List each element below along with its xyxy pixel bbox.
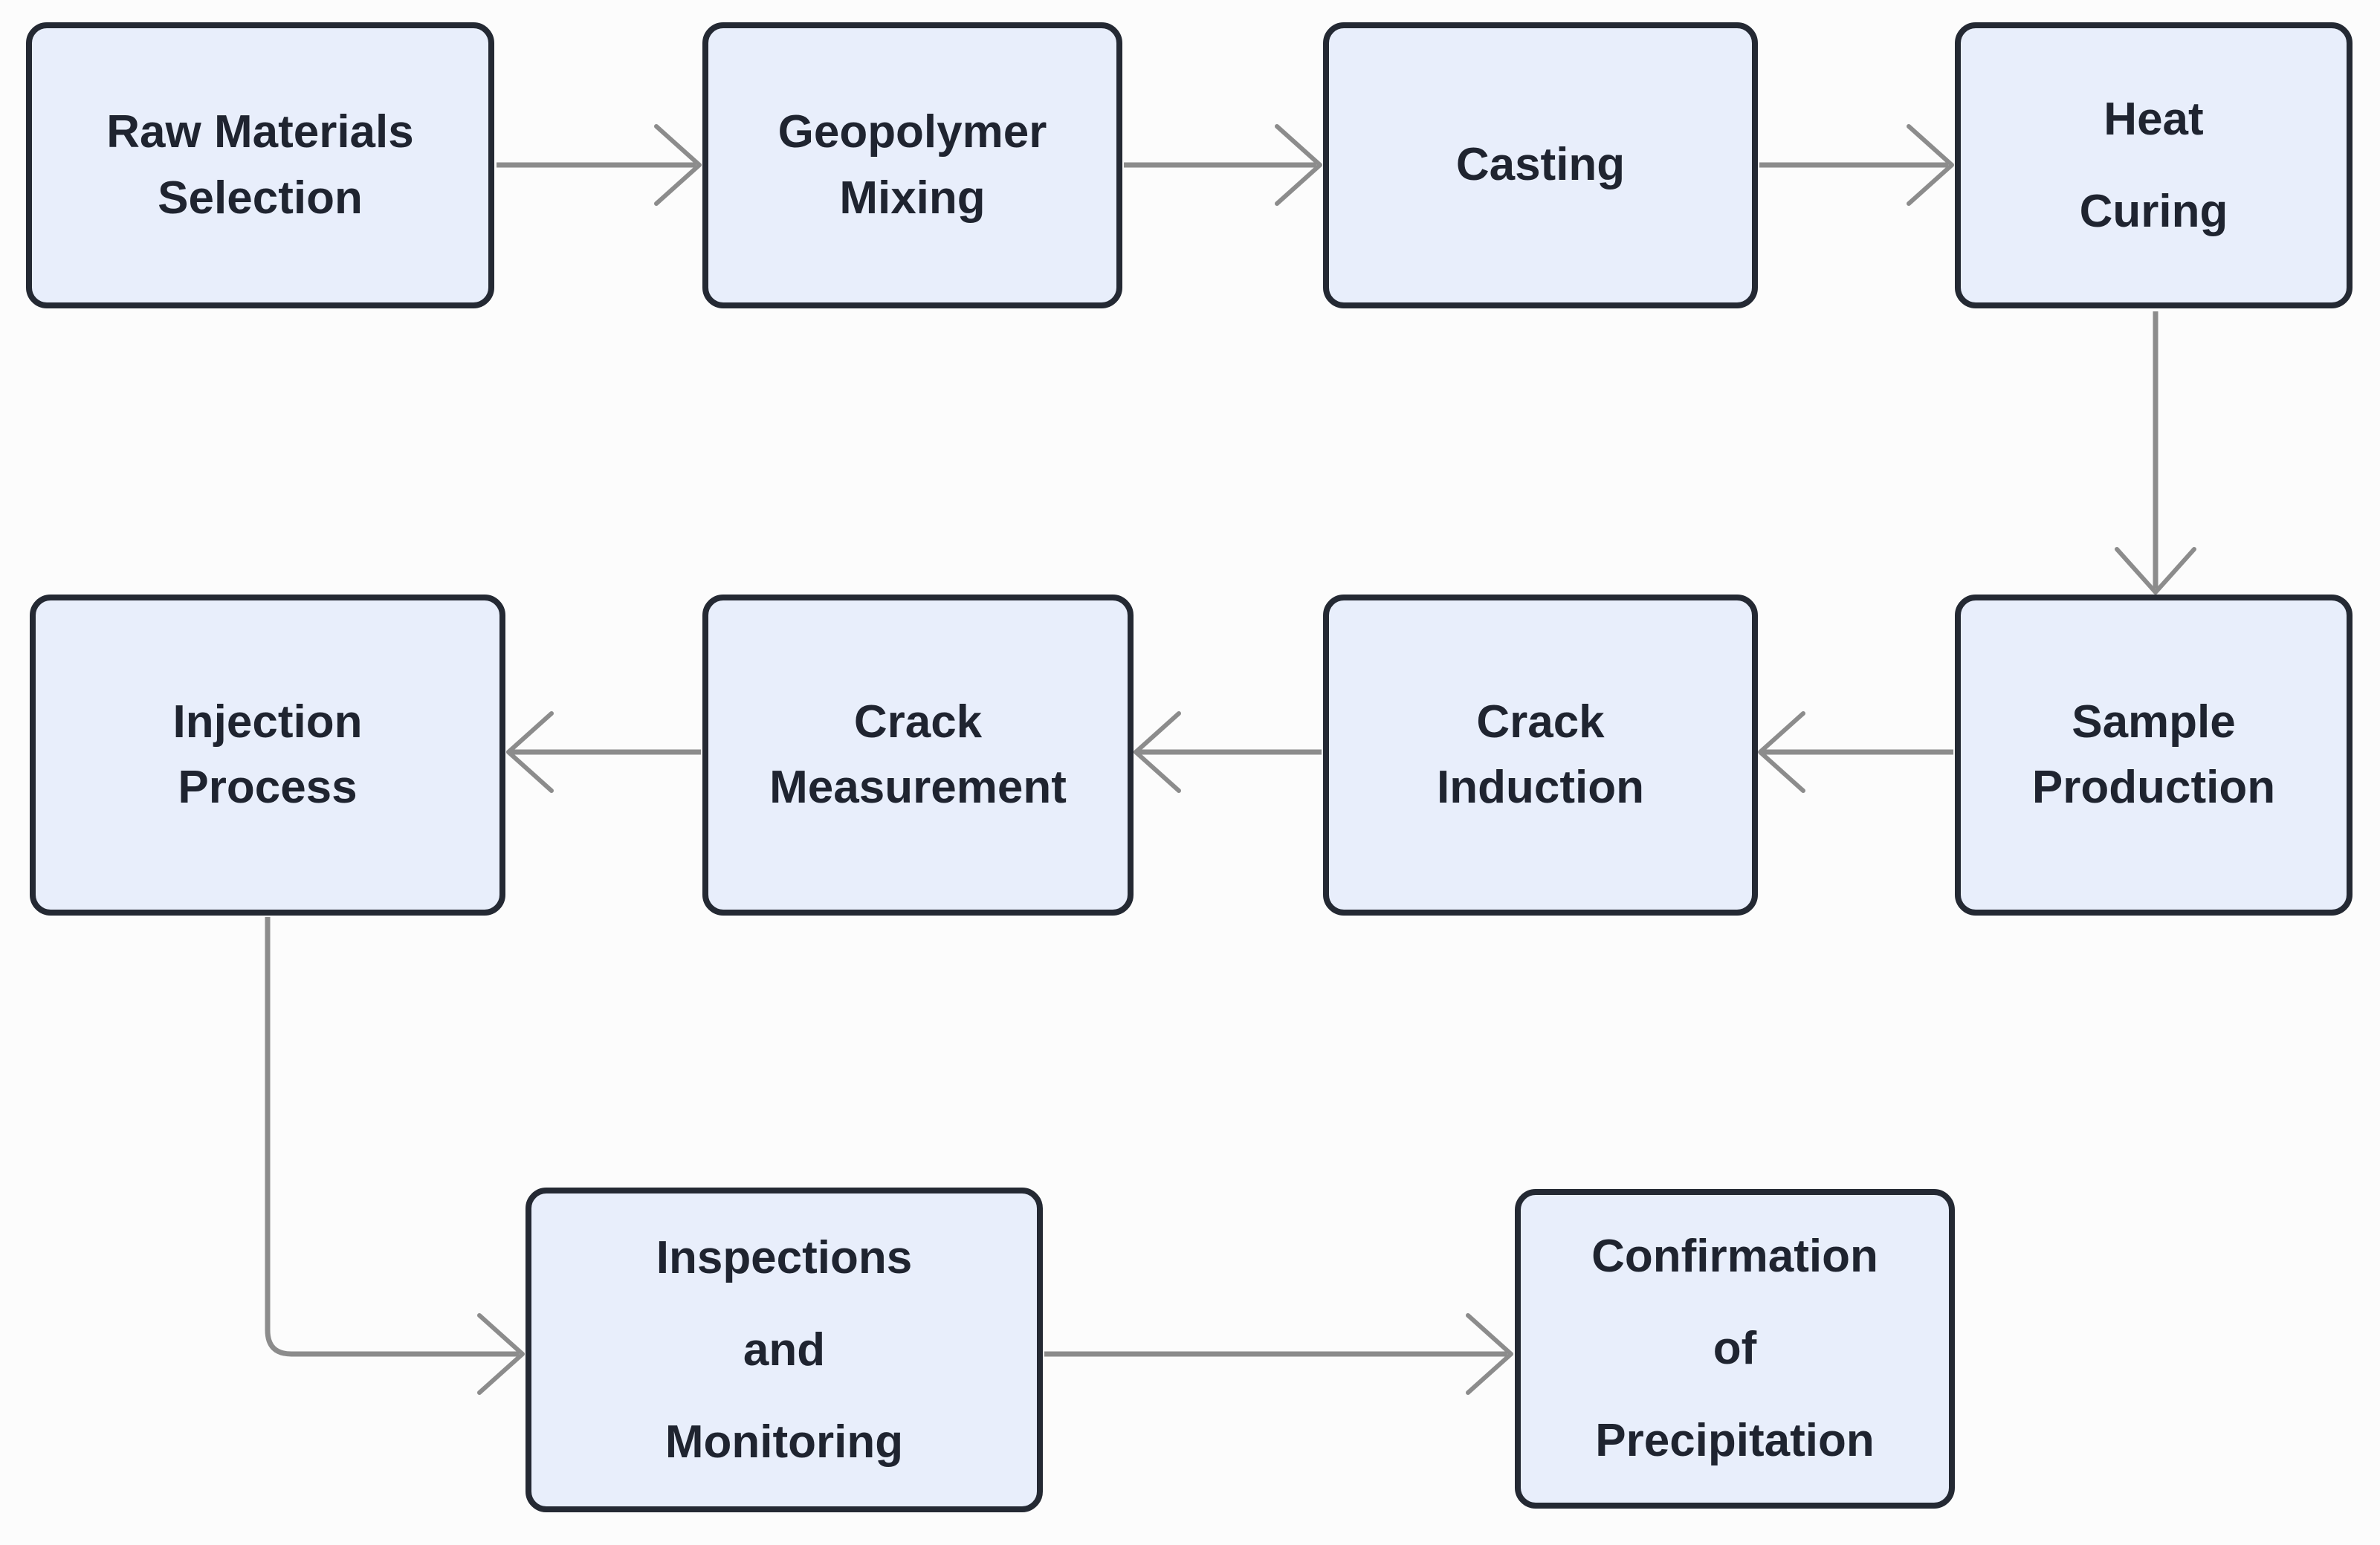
- node-raw-materials-selection: Raw Materials Selection: [26, 22, 494, 308]
- node-label-line: Sample: [2072, 696, 2236, 748]
- node-label-line: Measurement: [769, 762, 1067, 813]
- node-inspections-and-monitoring: Inspections and Monitoring: [526, 1188, 1043, 1512]
- node-crack-induction: Crack Induction: [1323, 595, 1758, 916]
- node-label-line: Selection: [158, 172, 363, 224]
- node-label-line: Crack: [853, 696, 983, 748]
- node-geopolymer-mixing: Geopolymer Mixing: [702, 22, 1122, 308]
- node-label-line: Inspections: [656, 1231, 913, 1283]
- node-label-line: Heat: [2103, 93, 2204, 145]
- edge-sample-production-to-crack-induction: [1758, 711, 1953, 793]
- node-casting: Casting: [1323, 22, 1758, 308]
- node-label-line: Induction: [1437, 762, 1644, 813]
- node-label-line: and: [743, 1324, 826, 1376]
- node-label-line: Curing: [2079, 185, 2228, 237]
- node-heat-curing: Heat Curing: [1955, 22, 2352, 308]
- node-label-line: Confirmation: [1591, 1231, 1878, 1282]
- edge-geopolymer-to-casting: [1124, 124, 1322, 206]
- node-confirmation-of-precipitation: Confirmation of Precipitation: [1515, 1189, 1955, 1509]
- node-label-line: Precipitation: [1595, 1415, 1875, 1466]
- node-label-line: Injection: [172, 696, 363, 748]
- node-label-line: Crack: [1476, 696, 1605, 748]
- node-label-line: Mixing: [839, 172, 986, 224]
- node-label-line: Production: [2031, 762, 2276, 813]
- node-injection-process: Injection Process: [30, 595, 505, 916]
- edge-raw-materials-to-geopolymer: [497, 124, 702, 206]
- edge-inspections-to-confirmation: [1044, 1313, 1513, 1395]
- edge-crack-induction-to-crack-measurement: [1134, 711, 1322, 793]
- node-sample-production: Sample Production: [1955, 595, 2352, 916]
- node-label-line: Geopolymer: [777, 106, 1047, 158]
- node-label-line: of: [1713, 1323, 1757, 1374]
- node-label-line: Raw Materials: [106, 106, 414, 158]
- edge-injection-process-to-inspections: [265, 917, 525, 1395]
- edge-casting-to-heat-curing: [1759, 124, 1954, 206]
- node-crack-measurement: Crack Measurement: [702, 595, 1134, 916]
- node-label-line: Casting: [1455, 139, 1626, 191]
- node-label-line: Process: [178, 762, 358, 813]
- edge-crack-measurement-to-injection-process: [506, 711, 701, 793]
- node-label-line: Monitoring: [664, 1416, 904, 1468]
- edge-heat-curing-to-sample-production: [2115, 311, 2196, 595]
